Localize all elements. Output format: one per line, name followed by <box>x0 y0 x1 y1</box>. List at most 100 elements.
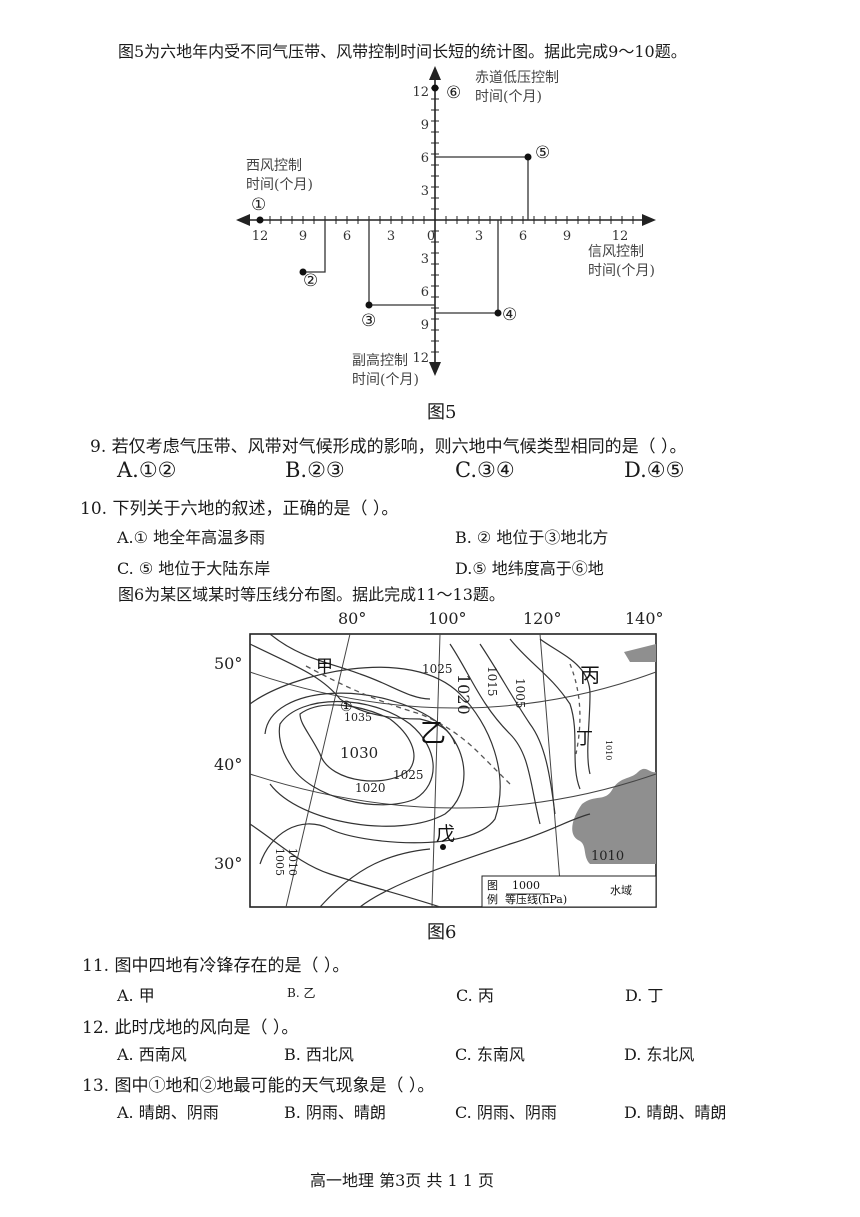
figure6-caption: 图6 <box>427 922 457 943</box>
q12-option-b[interactable]: B. 西北风 <box>284 1045 354 1064</box>
q10-option-d[interactable]: D.⑤ 地纬度高于⑥地 <box>455 559 604 578</box>
subtropical-label-1: 副高控制 <box>352 352 408 369</box>
q10-option-c[interactable]: C. ⑤ 地位于大陆东岸 <box>117 559 271 578</box>
place-bing: 丙 <box>580 663 600 687</box>
isobar-1025 <box>264 692 465 827</box>
place-point1: ① <box>340 699 353 715</box>
q9-option-a[interactable]: A.①② <box>117 458 177 482</box>
lon-140: 140° <box>625 609 664 628</box>
point-6-label: ⑥ <box>446 83 461 103</box>
isobar-a <box>249 643 456 745</box>
q12-option-d[interactable]: D. 东北风 <box>624 1045 695 1064</box>
isobar-1020 <box>249 666 501 865</box>
q9-option-d[interactable]: D.④⑤ <box>624 458 685 482</box>
lon-120: 120° <box>523 609 562 628</box>
isobar-1010 <box>479 643 556 815</box>
q13-stem: 13. 图中①地和②地最可能的天气现象是（ ）。 <box>82 1076 435 1096</box>
q13-option-b[interactable]: B. 阴雨、晴朗 <box>284 1103 386 1122</box>
isobar-label-east: 1010 <box>604 740 613 760</box>
tick-up-6: 6 <box>421 151 429 166</box>
q12-option-c[interactable]: C. 东南风 <box>455 1045 525 1064</box>
water-area-ne <box>624 644 656 662</box>
q13-option-d[interactable]: D. 晴朗、晴朗 <box>624 1103 727 1122</box>
tick-down-9: 9 <box>421 318 429 333</box>
q11-option-b[interactable]: B. 乙 <box>287 986 316 1000</box>
tick-up-12: 12 <box>412 85 429 100</box>
tick-right-12: 12 <box>612 229 629 244</box>
q9-option-b[interactable]: B.②③ <box>285 458 345 482</box>
x-axis-right-arrow <box>642 214 656 226</box>
parallel-40 <box>249 773 657 809</box>
q10-option-b[interactable]: B. ② 地位于③地北方 <box>455 528 609 547</box>
legend-isobar: 等压线(hPa) <box>505 892 567 906</box>
series-point2-lines <box>303 220 326 273</box>
q11-option-a[interactable]: A. 甲 <box>117 986 155 1005</box>
isobar-label-1025: 1025 <box>393 768 424 782</box>
isobar-label-1010-sw: 1010 <box>286 848 299 876</box>
series-point5-lines <box>435 156 529 220</box>
point-4-label: ④ <box>502 305 517 325</box>
tick-right-3: 3 <box>475 229 483 244</box>
q12-option-a[interactable]: A. 西南风 <box>117 1045 187 1064</box>
q11-option-d[interactable]: D. 丁 <box>625 986 664 1005</box>
point-2-label: ② <box>303 271 318 291</box>
q11-option-c[interactable]: C. 丙 <box>456 986 494 1005</box>
front-line-east <box>569 663 581 755</box>
point-6-dot <box>431 84 439 92</box>
eq-label-2: 时间(个月) <box>475 89 542 105</box>
isobar-label-1005-sw: 1005 <box>273 848 286 876</box>
place-yi: 乙 <box>420 719 446 749</box>
isobar-label-1035: 1035 <box>344 711 372 724</box>
point-1-label: ① <box>251 195 266 215</box>
q13-option-a[interactable]: A. 晴朗、阴雨 <box>117 1103 219 1122</box>
parallel-50 <box>249 671 657 709</box>
point-3-label: ③ <box>361 311 376 331</box>
isobar-1035 <box>299 704 415 782</box>
page-footer: 高一地理 第3页 共 1 1 页 <box>310 1171 494 1190</box>
isobar-label-1010-se: 1010 <box>591 849 624 864</box>
tick-origin: 0 <box>427 229 435 244</box>
tick-right-6: 6 <box>519 229 527 244</box>
lat-50: 50° <box>214 654 242 673</box>
tick-marks <box>269 87 634 353</box>
q10-option-a[interactable]: A.① 地全年高温多雨 <box>117 528 266 547</box>
isobar-label-1020-west: 1020 <box>355 781 386 795</box>
place-jia: 甲 <box>316 657 333 677</box>
westerly-label-1: 西风控制 <box>246 158 302 174</box>
q9-option-c[interactable]: C.③④ <box>455 458 515 482</box>
lat-40: 40° <box>214 755 242 774</box>
isobar-south-3 <box>249 823 441 908</box>
isobar-south-2 <box>319 848 431 908</box>
meridian-120 <box>539 633 563 908</box>
lon-80: 80° <box>338 609 366 628</box>
trade-label-1: 信风控制 <box>588 244 644 260</box>
figure5-chart: 12 9 6 3 0 3 6 9 12 12 9 6 3 3 6 9 12 ① … <box>236 66 656 388</box>
series-point4-lines <box>435 220 499 314</box>
q13-option-c[interactable]: C. 阴雨、阴雨 <box>455 1103 557 1122</box>
westerly-label-2: 时间(个月) <box>246 177 313 193</box>
lat-30: 30° <box>214 854 242 873</box>
subtropical-label-2: 时间(个月) <box>352 372 419 388</box>
place-ding: 丁 <box>576 729 593 749</box>
legend-tag-2: 例 <box>487 892 498 906</box>
meridian-80 <box>285 633 351 908</box>
point-4-dot <box>494 309 502 317</box>
tick-right-9: 9 <box>563 229 571 244</box>
intro-figure6: 图6为某区域某时等压线分布图。据此完成11～13题。 <box>118 585 505 604</box>
point-5-label: ⑤ <box>535 143 550 163</box>
point-wu-dot <box>440 844 446 850</box>
isobar-1005 <box>509 638 581 790</box>
figure5-caption: 图5 <box>427 402 457 423</box>
legend-tag-1: 图 <box>487 879 498 892</box>
tick-up-9: 9 <box>421 118 429 133</box>
x-axis-left-arrow <box>236 214 250 226</box>
tick-left-12: 12 <box>252 229 269 244</box>
point-5-dot <box>524 153 532 161</box>
point-1-dot <box>256 216 264 224</box>
front-line <box>305 665 511 785</box>
isobar-b <box>269 633 431 700</box>
intro-figure5: 图5为六地年内受不同气压带、风带控制时间长短的统计图。据此完成9～10题。 <box>118 42 687 61</box>
y-axis-down-arrow <box>429 362 441 376</box>
legend-box <box>481 875 657 908</box>
tick-down-6: 6 <box>421 285 429 300</box>
